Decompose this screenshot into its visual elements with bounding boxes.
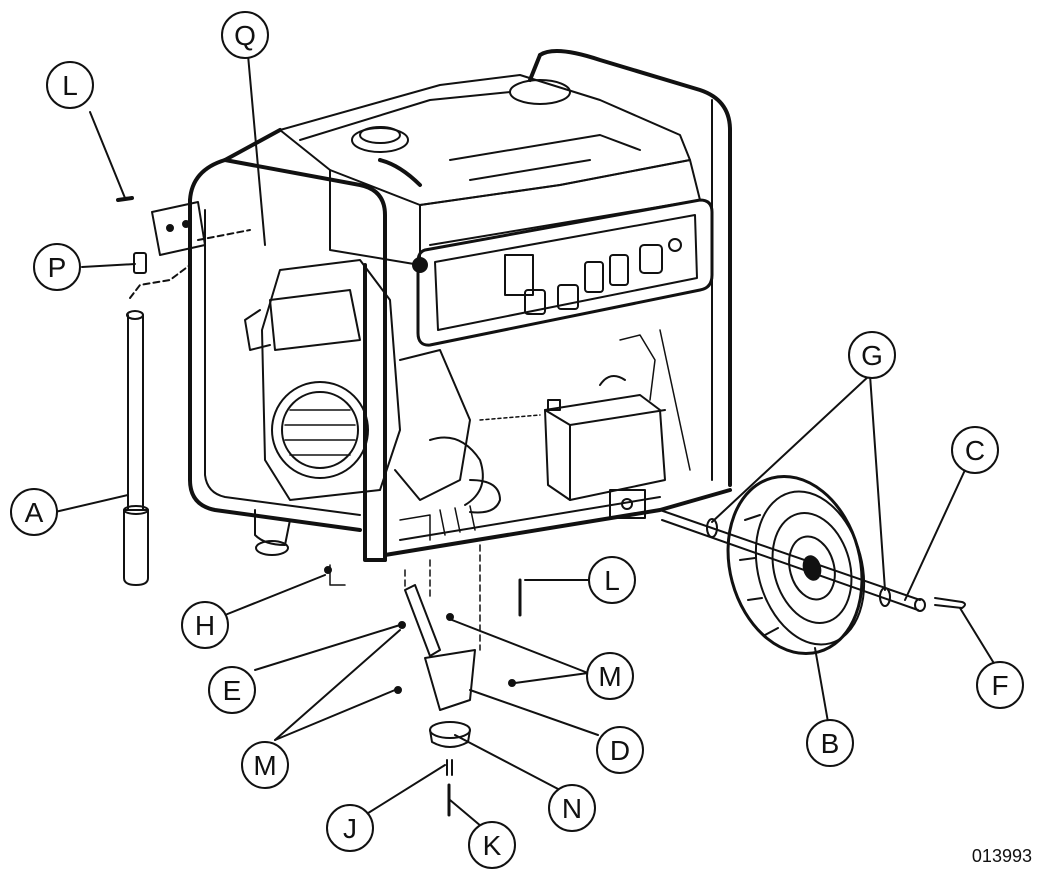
callout-j: J — [326, 804, 374, 852]
callout-n: N — [548, 784, 596, 832]
svg-text:M: M — [253, 750, 276, 781]
svg-text:F: F — [991, 670, 1008, 701]
bolt-l-top — [116, 196, 134, 202]
svg-text:N: N — [562, 793, 582, 824]
axle-c — [659, 509, 926, 612]
wheel-b — [726, 474, 866, 656]
svg-text:K: K — [483, 830, 502, 861]
svg-text:E: E — [223, 675, 242, 706]
callout-e: E — [208, 666, 256, 714]
svg-text:P: P — [48, 252, 67, 283]
svg-text:B: B — [821, 728, 840, 759]
washer-j — [446, 759, 453, 776]
outlet-1 — [524, 289, 546, 315]
svg-text:L: L — [62, 70, 78, 101]
breaker-2 — [609, 254, 629, 286]
svg-text:A: A — [25, 497, 44, 528]
svg-text:H: H — [195, 610, 215, 641]
rubber-foot-left — [254, 509, 291, 556]
support-leg-e — [404, 584, 441, 657]
outlet-3 — [639, 244, 663, 274]
control-panel — [412, 198, 714, 347]
callout-a: A — [10, 488, 58, 536]
leader-lines — [54, 54, 996, 833]
panel-display — [504, 254, 534, 296]
callout-d: D — [596, 726, 644, 774]
callout-q: Q — [221, 11, 269, 59]
callout-h: H — [181, 601, 229, 649]
svg-text:Q: Q — [234, 20, 256, 51]
svg-text:L: L — [604, 565, 620, 596]
svg-text:G: G — [861, 340, 883, 371]
callout-l-top: L — [46, 61, 94, 109]
bracket-d — [424, 649, 476, 711]
frame-details — [399, 329, 691, 541]
handle-bracket — [129, 201, 251, 299]
battery — [544, 375, 666, 519]
pin-p — [133, 252, 147, 274]
fuel-tank — [279, 74, 701, 266]
engine-fan-cover — [271, 381, 369, 479]
callout-m-left: M — [241, 741, 289, 789]
cotter-pin-f — [934, 597, 966, 609]
svg-text:M: M — [598, 661, 621, 692]
callout-f: F — [976, 661, 1024, 709]
engine — [244, 259, 501, 514]
callout-p: P — [33, 243, 81, 291]
rubber-foot-n — [429, 721, 471, 739]
generator-frame — [188, 49, 732, 562]
svg-text:D: D — [610, 735, 630, 766]
callout-g: G — [848, 331, 896, 379]
callout-c: C — [951, 426, 999, 474]
handle-a — [123, 310, 149, 586]
callout-b: B — [806, 719, 854, 767]
outlet-2 — [557, 284, 579, 310]
callout-m-right: M — [586, 652, 634, 700]
battery-bracket — [609, 489, 646, 519]
callout-k: K — [468, 821, 516, 869]
figure-id: 013993 — [971, 846, 1032, 866]
breaker-1 — [584, 261, 604, 293]
svg-text:J: J — [343, 813, 357, 844]
foot-assembly — [324, 544, 522, 817]
callout-l-bottom: L — [588, 556, 636, 604]
svg-text:C: C — [965, 435, 985, 466]
